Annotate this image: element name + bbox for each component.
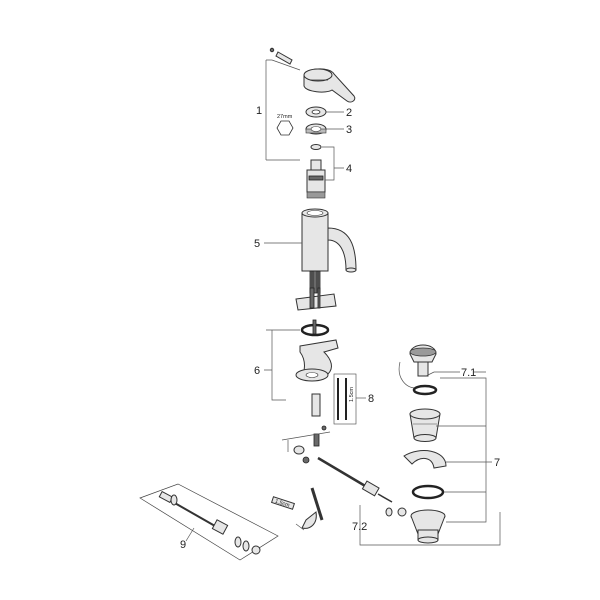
callout-7-2: 7.2 <box>352 521 367 533</box>
pop-up-linkage <box>281 425 501 546</box>
callout-6: 6 <box>254 365 260 377</box>
drain-body <box>410 509 446 544</box>
cap-ring <box>305 106 327 118</box>
pipe-length-label: 1.5cm <box>274 499 290 509</box>
drain-bracket <box>403 450 447 469</box>
handle-assembly: 27mm <box>265 47 356 199</box>
callout-8: 8 <box>368 393 374 405</box>
stopper-gasket <box>412 384 438 396</box>
set-screw <box>269 47 293 65</box>
rod-length-label: 1.5cm <box>349 387 355 402</box>
callout-1: 1 <box>256 105 262 117</box>
extension-rod-set: 1.5cm <box>333 373 366 425</box>
callout-2: 2 <box>346 107 352 119</box>
base-plate <box>295 287 337 311</box>
mounting-set <box>264 319 339 417</box>
wrench-size-label: 27mm <box>277 114 293 120</box>
o-ring-small <box>310 144 322 150</box>
callout-4: 4 <box>346 163 352 175</box>
callout-7-1: 7.1 <box>461 367 476 379</box>
wrench-size-icon: 27mm <box>276 114 294 136</box>
faucet-body <box>264 208 357 294</box>
callout-3: 3 <box>346 124 352 136</box>
cartridge <box>306 159 326 199</box>
callout-7: 7 <box>494 457 500 469</box>
drain-stopper <box>398 344 437 389</box>
callout-5: 5 <box>254 238 260 250</box>
lever-handle <box>303 68 356 103</box>
drain-assembly <box>398 344 492 544</box>
callout-9: 9 <box>180 539 186 551</box>
hex-nut <box>305 123 327 135</box>
flexible-hose-fitting: 1.5cm <box>270 487 324 531</box>
hoses-kit <box>139 483 279 561</box>
drain-basket <box>409 408 441 442</box>
drain-o-ring <box>411 484 445 500</box>
